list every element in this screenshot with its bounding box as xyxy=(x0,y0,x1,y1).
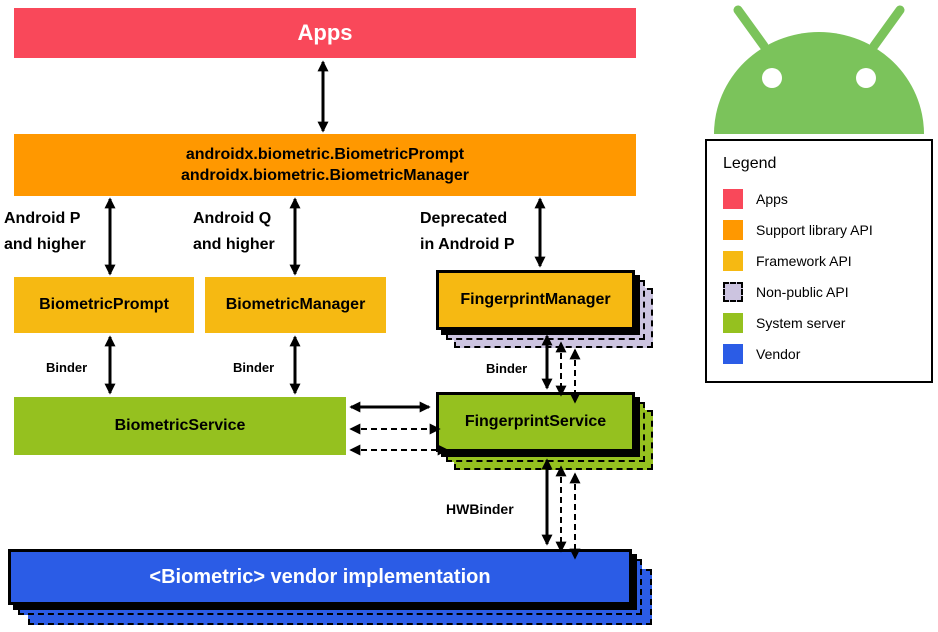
legend-item-apps: Apps xyxy=(723,183,915,214)
framework-swatch xyxy=(723,250,743,271)
legend-item-label: Support library API xyxy=(756,221,873,238)
legend-item-label: System server xyxy=(756,314,846,331)
vendor-swatch xyxy=(723,343,743,364)
biometric-service-box: BiometricService xyxy=(14,397,346,455)
label-deprecated: Deprecated in Android P xyxy=(420,206,515,258)
label-hwbinder: HWBinder xyxy=(446,501,514,517)
apps-swatch xyxy=(723,188,743,209)
biometric-prompt-label: BiometricPrompt xyxy=(39,296,169,313)
fingerprint-manager-box: FingerprintManager xyxy=(436,270,635,330)
robot-antenna-right xyxy=(869,5,905,51)
label-line: in Android P xyxy=(420,236,515,253)
fingerprint-service-box: FingerprintService xyxy=(436,392,635,452)
robot-eye-left xyxy=(762,68,782,88)
legend-item-non-public: Non-public API xyxy=(723,276,915,307)
support-library-line1: androidx.biometric.BiometricPrompt xyxy=(185,146,465,163)
legend-panel: Legend Apps Support library API Framewor… xyxy=(705,139,933,383)
robot-head xyxy=(714,32,924,134)
biometric-service-label: BiometricService xyxy=(114,417,246,434)
android-robot-logo xyxy=(714,5,924,134)
label-line: and higher xyxy=(4,236,86,253)
label-line: Deprecated xyxy=(420,210,508,227)
label-binder-3: Binder xyxy=(486,361,528,376)
label-binder-1: Binder xyxy=(46,360,88,375)
robot-antenna-left xyxy=(733,5,769,51)
legend-item-label: Framework API xyxy=(756,252,852,269)
fingerprint-service-label: FingerprintService xyxy=(464,413,607,430)
legend-item-support-library: Support library API xyxy=(723,214,915,245)
label-binder-2: Binder xyxy=(233,360,275,375)
label-line: and higher xyxy=(193,236,275,253)
legend-item-framework: Framework API xyxy=(723,245,915,276)
label-line: Android Q xyxy=(193,210,272,227)
non-public-swatch xyxy=(723,281,743,302)
support-library-line2: androidx.biometric.BiometricManager xyxy=(180,167,470,184)
legend-item-label: Vendor xyxy=(756,345,801,362)
system-server-swatch xyxy=(723,312,743,333)
robot-eye-right xyxy=(856,68,876,88)
legend-item-label: Apps xyxy=(756,190,788,207)
vendor-implementation-box: <Biometric> vendor implementation xyxy=(8,549,632,605)
legend-item-vendor: Vendor xyxy=(723,338,915,369)
fingerprint-manager-label: FingerprintManager xyxy=(460,291,611,308)
vendor-implementation-label: <Biometric> vendor implementation xyxy=(149,565,491,588)
label-android-p: Android P and higher xyxy=(4,206,86,258)
apps-box: Apps xyxy=(14,8,636,58)
label-line: Android P xyxy=(4,210,81,227)
biometric-prompt-box: BiometricPrompt xyxy=(14,277,194,333)
support-library-swatch xyxy=(723,219,743,240)
biometric-manager-label: BiometricManager xyxy=(225,296,366,313)
legend-title: Legend xyxy=(723,155,777,172)
legend-item-label: Non-public API xyxy=(756,283,849,300)
biometric-manager-box: BiometricManager xyxy=(205,277,386,333)
support-library-box: androidx.biometric.BiometricPrompt andro… xyxy=(14,134,636,196)
label-android-q: Android Q and higher xyxy=(193,206,275,258)
apps-label: Apps xyxy=(297,20,353,45)
legend-item-system-server: System server xyxy=(723,307,915,338)
